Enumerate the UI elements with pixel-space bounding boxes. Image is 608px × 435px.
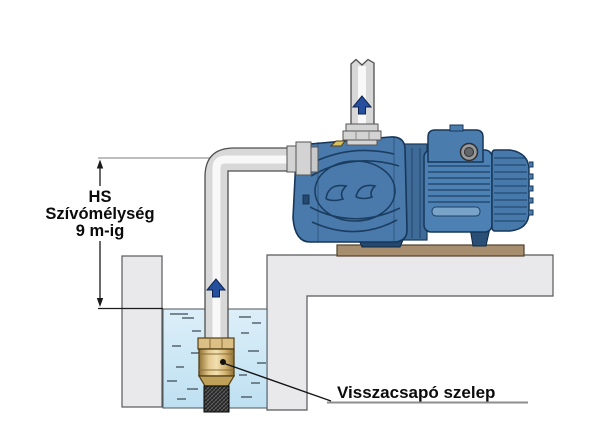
check-valve-label: Visszacsapó szelep [337, 383, 495, 402]
dimension-arrow-down-icon [96, 298, 104, 307]
suction-strainer [203, 385, 230, 413]
fan-cover [491, 149, 530, 232]
motor-nameplate [431, 206, 481, 217]
suction-pipe-highlight [212, 155, 289, 344]
valve-body [198, 348, 235, 377]
check-valve-leader-line [222, 362, 332, 402]
valve-top-nut [197, 337, 235, 350]
motor-cooling-fins [428, 165, 490, 203]
mounting-base [336, 244, 525, 257]
pump-body-swirls [309, 149, 401, 233]
pump [292, 124, 534, 248]
valve-bottom-hex [197, 375, 236, 387]
suction-union-seat [310, 146, 319, 173]
suction-depth-label-line3: 9 m-ig [76, 222, 125, 240]
discharge-flow-up-arrow-icon [351, 95, 373, 115]
filler-plug [329, 140, 347, 147]
ground-platform [266, 254, 554, 411]
fan-cover-tabs [529, 161, 534, 216]
suction-flow-up-arrow-icon [205, 278, 227, 298]
suction-union-collar [286, 145, 297, 173]
discharge-union-hex-lines [355, 131, 370, 140]
discharge-pipe [350, 58, 375, 127]
well-wall-left [121, 255, 163, 408]
fan-cover-fins [494, 157, 527, 222]
discharge-union-collar [346, 139, 378, 146]
suction-depth-label-line2: Szívómélység [45, 205, 154, 223]
valve-nut-hex-lines [209, 338, 223, 349]
terminal-box-clamp [449, 124, 464, 132]
foot-valve [197, 337, 236, 413]
suction-pipe-body [204, 147, 291, 346]
valve-body-lines [199, 353, 234, 371]
suction-pipe [204, 147, 291, 346]
suction-depth-dimension [96, 159, 104, 307]
drain-plug [302, 194, 310, 205]
pipe-union-fittings [286, 123, 382, 176]
cable-gland-center [464, 147, 474, 157]
suction-depth-label-line1: HS [89, 188, 112, 206]
dimension-arrow-up-icon [96, 159, 104, 169]
water-ripples [167, 313, 266, 400]
discharge-union-body [342, 130, 382, 141]
discharge-union-nut [345, 123, 379, 132]
suction-union-nut [295, 141, 312, 176]
